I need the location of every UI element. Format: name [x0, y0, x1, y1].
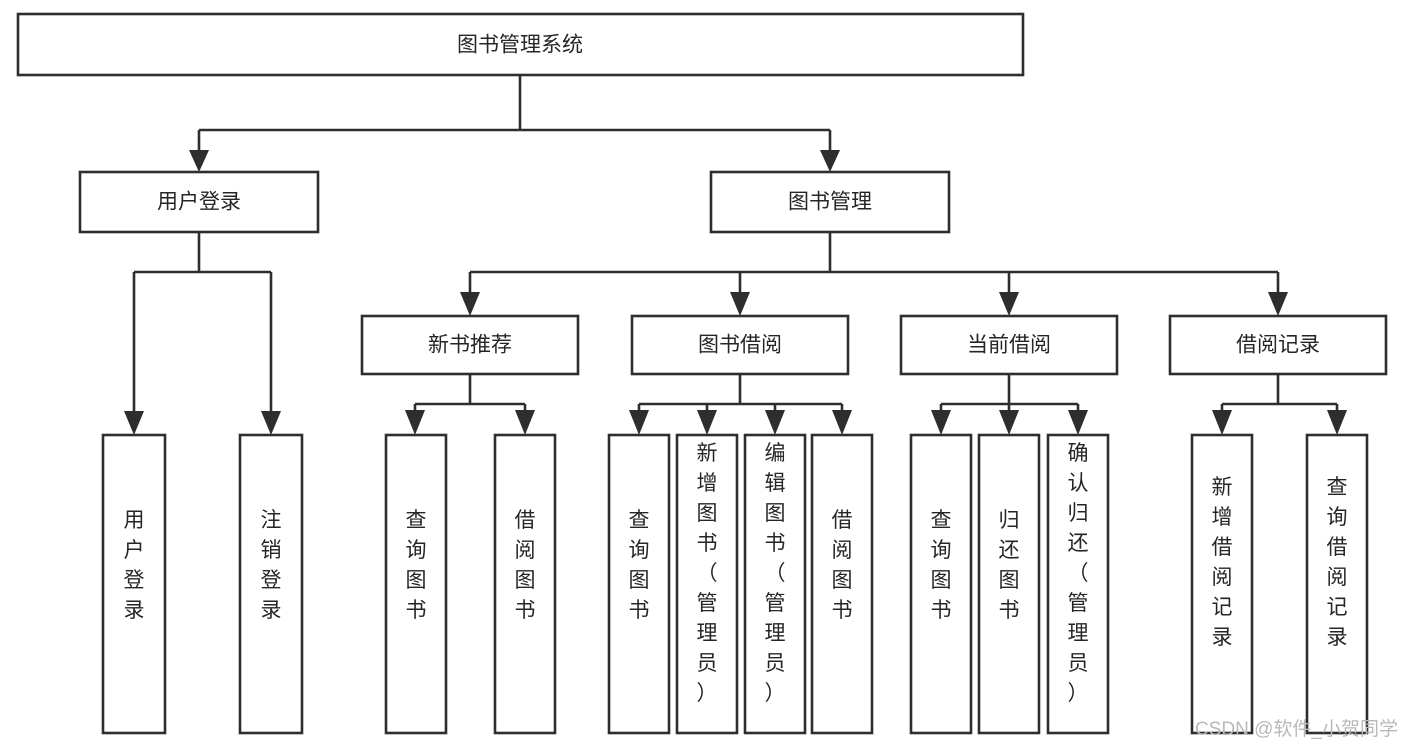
node-borrow-record-label: 借阅记录	[1236, 334, 1320, 357]
node-borrow-record[interactable]: 借阅记录	[1168, 314, 1388, 376]
leaf-edit-book[interactable]: 编辑图书（管理员）	[743, 433, 807, 735]
node-borrow-record-box[interactable]	[1168, 314, 1388, 376]
leaf-confirm-return-label: 确认归还（管理员）	[1068, 442, 1089, 705]
leaf-add-book-box[interactable]	[675, 433, 739, 735]
leaf-user-login[interactable]: 用户登录	[101, 433, 167, 735]
leaf-borrow-book-2-label: 借阅图书	[832, 509, 853, 622]
leaf-user-login-label: 用户登录	[124, 509, 145, 622]
arrow-to-leaf-query-book-3	[931, 410, 951, 435]
leaf-user-login-box[interactable]	[101, 433, 167, 735]
leaf-query-book-2-box[interactable]	[607, 433, 671, 735]
node-current-borrow-label: 当前借阅	[967, 334, 1051, 357]
leaf-query-book-1-box[interactable]	[384, 433, 448, 735]
node-current-borrow-box[interactable]	[899, 314, 1119, 376]
node-book-borrow-label: 图书借阅	[698, 334, 782, 357]
node-user-login[interactable]: 用户登录	[78, 170, 320, 234]
node-book-manage-box[interactable]	[709, 170, 951, 234]
arrow-to-leaf-confirm-return	[1068, 410, 1088, 435]
node-user-login-label: 用户登录	[157, 191, 241, 214]
arrow-to-leaf-borrow-book-1	[515, 410, 535, 435]
arrow-to-leaf-user-login	[124, 411, 144, 435]
node-book-manage[interactable]: 图书管理	[709, 170, 951, 234]
leaf-borrow-book-2-box[interactable]	[810, 433, 874, 735]
leaf-add-borrow-record-box[interactable]	[1190, 433, 1254, 735]
leaf-add-borrow-record-label: 新增借阅记录	[1212, 476, 1233, 649]
node-current-borrow[interactable]: 当前借阅	[899, 314, 1119, 376]
node-new-book-recommend-label: 新书推荐	[428, 334, 512, 357]
leaf-edit-book-box[interactable]	[743, 433, 807, 735]
leaf-return-book[interactable]: 归还图书	[977, 433, 1041, 735]
leaf-query-book-3-box[interactable]	[909, 433, 973, 735]
leaf-query-borrow-record[interactable]: 查询借阅记录	[1305, 433, 1369, 735]
arrow-to-borrow-record	[1268, 292, 1288, 316]
watermark-label: CSDN @软件_小贺同学	[1195, 718, 1398, 740]
node-book-manage-label: 图书管理	[788, 191, 872, 214]
leaf-query-book-3-label: 查询图书	[931, 509, 952, 622]
leaf-query-book-3[interactable]: 查询图书	[909, 433, 973, 735]
arrow-to-leaf-logout-login	[261, 411, 281, 435]
leaf-return-book-label: 归还图书	[999, 509, 1020, 622]
node-root-label: 图书管理系统	[457, 34, 583, 57]
leaf-logout-login[interactable]: 注销登录	[238, 433, 304, 735]
arrow-to-leaf-return-book	[999, 410, 1019, 435]
arrow-to-user-login	[189, 150, 209, 172]
leaf-query-borrow-record-box[interactable]	[1305, 433, 1369, 735]
arrow-to-new-book-recommend	[460, 292, 480, 316]
node-book-borrow[interactable]: 图书借阅	[630, 314, 850, 376]
leaf-confirm-return[interactable]: 确认归还（管理员）	[1046, 433, 1110, 735]
leaf-borrow-book-1[interactable]: 借阅图书	[493, 433, 557, 735]
node-new-book-recommend[interactable]: 新书推荐	[360, 314, 580, 376]
leaf-borrow-book-2[interactable]: 借阅图书	[810, 433, 874, 735]
leaf-query-book-1[interactable]: 查询图书	[384, 433, 448, 735]
arrow-to-leaf-query-book-2	[629, 410, 649, 435]
leaf-borrow-book-1-label: 借阅图书	[515, 509, 536, 622]
leaf-query-book-2[interactable]: 查询图书	[607, 433, 671, 735]
arrow-to-book-manage	[820, 150, 840, 172]
arrow-to-book-borrow	[730, 292, 750, 316]
leaf-add-book[interactable]: 新增图书（管理员）	[675, 433, 739, 735]
arrow-to-current-borrow	[999, 292, 1019, 316]
node-new-book-recommend-box[interactable]	[360, 314, 580, 376]
leaf-edit-book-label: 编辑图书（管理员）	[765, 442, 786, 705]
leaf-add-borrow-record[interactable]: 新增借阅记录	[1190, 433, 1254, 735]
leaf-query-borrow-record-label: 查询借阅记录	[1327, 476, 1348, 649]
leaf-query-book-2-label: 查询图书	[629, 509, 650, 622]
node-book-borrow-box[interactable]	[630, 314, 850, 376]
arrow-to-leaf-edit-book	[765, 410, 785, 435]
leaf-confirm-return-box[interactable]	[1046, 433, 1110, 735]
node-user-login-box[interactable]	[78, 170, 320, 234]
arrow-to-leaf-add-book	[697, 410, 717, 435]
leaf-logout-login-box[interactable]	[238, 433, 304, 735]
arrow-to-leaf-add-borrow-record	[1212, 410, 1232, 435]
leaf-return-book-box[interactable]	[977, 433, 1041, 735]
node-root-box[interactable]	[16, 12, 1025, 77]
arrow-to-leaf-query-book-1	[405, 410, 425, 435]
connector-layer	[124, 75, 1347, 435]
leaf-add-book-label: 新增图书（管理员）	[697, 442, 718, 705]
node-root[interactable]: 图书管理系统	[16, 12, 1025, 77]
leaf-query-book-1-label: 查询图书	[406, 509, 427, 622]
leaf-logout-login-label: 注销登录	[261, 509, 282, 622]
arrow-to-leaf-borrow-book-2	[832, 410, 852, 435]
leaf-borrow-book-1-box[interactable]	[493, 433, 557, 735]
arrow-to-leaf-query-borrow-record	[1327, 410, 1347, 435]
